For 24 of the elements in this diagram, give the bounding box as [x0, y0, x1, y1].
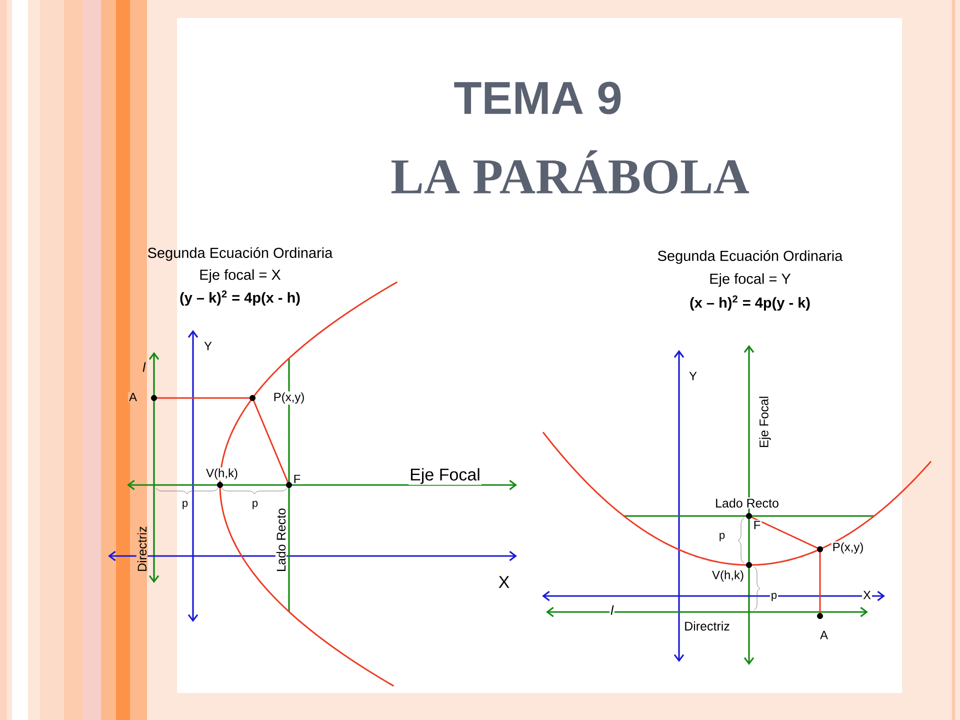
- axis-label: X: [497, 575, 511, 589]
- axis-label: X: [862, 590, 872, 600]
- point-label: A: [819, 630, 830, 640]
- point-label: V(h,k): [205, 467, 239, 481]
- line-label: Lado Recto: [714, 497, 780, 509]
- line-label: Directriz: [683, 620, 731, 632]
- axis-label: Y: [688, 370, 698, 382]
- axis-label: Eje Focal: [408, 467, 482, 485]
- heading: Eje focal = X: [200, 269, 281, 283]
- line-label: Directriz: [136, 525, 148, 573]
- point-label: V(h,k): [711, 569, 745, 583]
- heading: Segunda Ecuación Ordinaria: [148, 247, 333, 261]
- axis-label: Y: [203, 340, 213, 352]
- line-label: Lado Recto: [275, 507, 287, 573]
- heading: Eje focal = Y: [708, 272, 792, 288]
- line-label: l: [142, 361, 146, 373]
- title: TEMA 9: [454, 82, 621, 114]
- equation: (y – k)$^{2}$ = 4p(x - h): [180, 290, 300, 306]
- point-label: A: [128, 392, 138, 402]
- line-label: l: [610, 604, 614, 616]
- line-label: Eje Focal: [758, 394, 772, 450]
- heading: Segunda Ecuación Ordinaria: [656, 249, 844, 265]
- subtitle: LA PARÁBOLA: [391, 150, 750, 194]
- equation: (x – h)$^{2}$ = 4p(y - k): [688, 294, 812, 312]
